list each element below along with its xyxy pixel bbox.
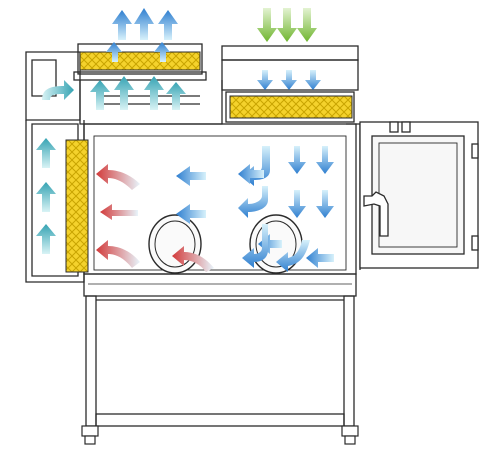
support-stand [85, 295, 355, 427]
downflow-arrow-icon [305, 70, 321, 90]
fresh-air-arrow-icon [277, 8, 297, 42]
fresh-air-arrow-icon [297, 8, 317, 42]
chamber-sweep-arrows [176, 164, 334, 272]
warm-air-arrow-icon [172, 246, 214, 272]
recirculation-arrow-icon [36, 182, 56, 212]
downflow-arrow-icon [281, 70, 297, 90]
recirculation-arrow-icon [166, 82, 186, 110]
exhaust-arrow-icon [158, 10, 178, 40]
chamber-downflow-arrows [238, 146, 334, 218]
downflow-arrow-icon [306, 248, 334, 268]
warm-air-arrows [96, 164, 214, 272]
fresh-air-inlet-housing [221, 45, 359, 61]
recirculation-arrow-icon [114, 76, 134, 110]
warm-air-arrow-icon [96, 240, 140, 268]
warm-air-arrow-icon [100, 204, 138, 220]
downflow-arrow-icon [238, 164, 264, 184]
downflow-arrow-icon [257, 70, 273, 90]
glove-port-left-icon [148, 214, 202, 274]
exhaust-arrow-icon [154, 42, 170, 62]
downflow-arrow-icon [316, 146, 334, 174]
left-blower-module [25, 51, 81, 121]
downflow-arrow-icon [176, 166, 206, 186]
downflow-arrow-icon [316, 190, 334, 218]
warm-air-arrow-icon [96, 164, 140, 190]
top-blower-housing [77, 43, 203, 75]
downflow-arrow-icon [238, 186, 268, 218]
side-door [359, 121, 479, 269]
downflow-arrow-icon [288, 146, 306, 174]
recirculation-arrow-icon [90, 80, 110, 110]
plenum-recirculation-arrows [42, 42, 186, 110]
door-hinge-icon [389, 121, 399, 133]
door-handle-icon [363, 191, 389, 237]
recirculation-arrow-icon [36, 224, 56, 254]
recirculation-hepa-filter [65, 139, 89, 273]
recirculation-arrow-icon [36, 138, 56, 168]
downflow-arrow-icon [176, 204, 206, 224]
downflow-arrow-icon [242, 224, 268, 268]
door-hinge-icon [471, 143, 479, 159]
left-duct-return-arrows [36, 138, 56, 254]
recirculation-arrow-icon [42, 80, 74, 100]
inlet-downflow-arrows [257, 70, 321, 90]
supply-filter-housing [225, 91, 355, 123]
recirculation-arrow-icon [144, 76, 164, 110]
supply-hepa-filter [229, 95, 353, 119]
exhaust-arrow-icon [112, 10, 132, 40]
exhaust-arrows [112, 8, 178, 40]
door-hinge-icon [401, 121, 411, 133]
leveling-foot-icon [81, 425, 359, 445]
exhaust-arrow-icon [134, 8, 154, 40]
downflow-arrow-icon [276, 240, 310, 272]
chamber-base [83, 273, 357, 297]
door-hinge-icon [471, 235, 479, 251]
downflow-arrow-icon [288, 190, 306, 218]
fresh-air-arrows [257, 8, 317, 42]
fresh-air-arrow-icon [257, 8, 277, 42]
exhaust-hepa-filter [79, 51, 201, 71]
exhaust-arrow-icon [106, 42, 122, 62]
